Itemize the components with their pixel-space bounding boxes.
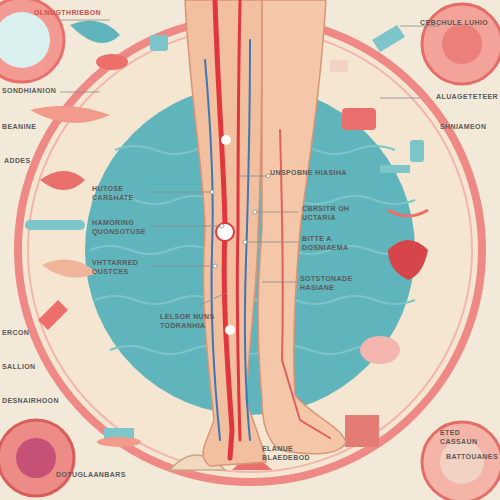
right-leg (258, 0, 346, 454)
label-text: CEBCHULE LUHIO (420, 18, 496, 27)
label-text: ERCON (2, 328, 52, 337)
corner-disc (0, 420, 74, 496)
label-text: SONDHIANION (2, 86, 72, 95)
corner-disc-inner (440, 440, 484, 484)
corner-disc (422, 4, 500, 84)
corner-disc-inner (442, 24, 482, 64)
vessels (205, 0, 330, 458)
joint-dot (221, 135, 231, 145)
label-text: BATTOUANES (446, 452, 500, 461)
label-text: HAMORING QUONSOTUSE (92, 218, 152, 236)
label-text: BITTE A DOSNIAEMA (302, 234, 368, 252)
label-text: SHNIAMEON (440, 122, 498, 131)
label-text: ADDES (4, 156, 54, 165)
label-text: SALLION (2, 362, 52, 371)
label-text: UNSPOBNE HIASIHA (270, 168, 350, 177)
label-text: HUTOSE CARSHATE (92, 184, 152, 202)
label-text: BEANINE (2, 122, 62, 131)
corner-disc (422, 422, 500, 500)
leader-lines (60, 20, 440, 305)
label-text: ALUAGETETEER (436, 92, 498, 101)
label-text: SOTSTONADE HASIANE (300, 274, 372, 292)
label-text: ETED CASSAUN (440, 428, 498, 446)
label-text: OLNUGTHRIEBON (34, 8, 124, 17)
left-leg (185, 0, 266, 466)
label-text: CBRSITR OH UCTARIA (302, 204, 368, 222)
label-text: LELSOR NUNS TODRANHIA (160, 312, 230, 330)
label-text: DESNAIRHOON (2, 396, 72, 405)
label-text: ELANUE BLAEDEBOD (262, 444, 334, 462)
joint-dot (225, 325, 235, 335)
corner-disc-inner (16, 438, 56, 478)
label-text: DOTUGLAANBARS (56, 470, 146, 479)
corner-disc-inner (0, 12, 50, 68)
label-text: VHTTARRED OUSTCES (92, 258, 152, 276)
